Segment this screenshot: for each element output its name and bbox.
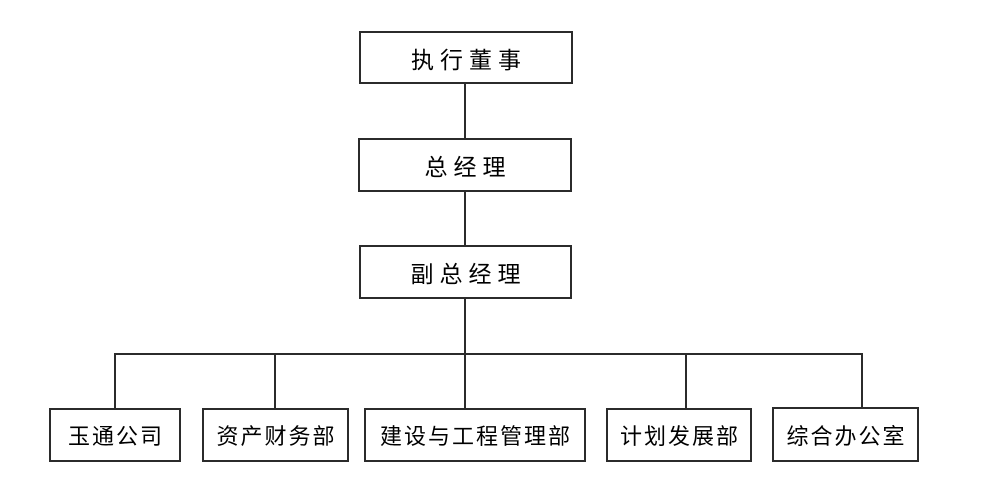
node-general-manager: 总经理	[358, 138, 572, 192]
node-asset-finance-dept: 资产财务部	[202, 408, 349, 462]
connector-gm-to-deputy	[464, 190, 466, 247]
connector-executive-to-gm	[464, 82, 466, 140]
node-deputy-general-manager: 副总经理	[359, 245, 572, 299]
connector-drop-planning-development-dept	[685, 353, 687, 410]
node-general-office: 综合办公室	[772, 407, 919, 462]
node-construction-engineering-management-dept: 建设与工程管理部	[364, 408, 586, 462]
node-yutong-company: 玉通公司	[49, 408, 181, 462]
node-planning-development-dept: 计划发展部	[606, 408, 752, 462]
connector-drop-asset-finance-dept	[274, 353, 276, 410]
node-executive-director: 执行董事	[359, 31, 573, 84]
connector-horizontal-bus	[114, 353, 863, 355]
connector-drop-general-office	[861, 353, 863, 409]
connector-drop-yutong-company	[114, 353, 116, 410]
